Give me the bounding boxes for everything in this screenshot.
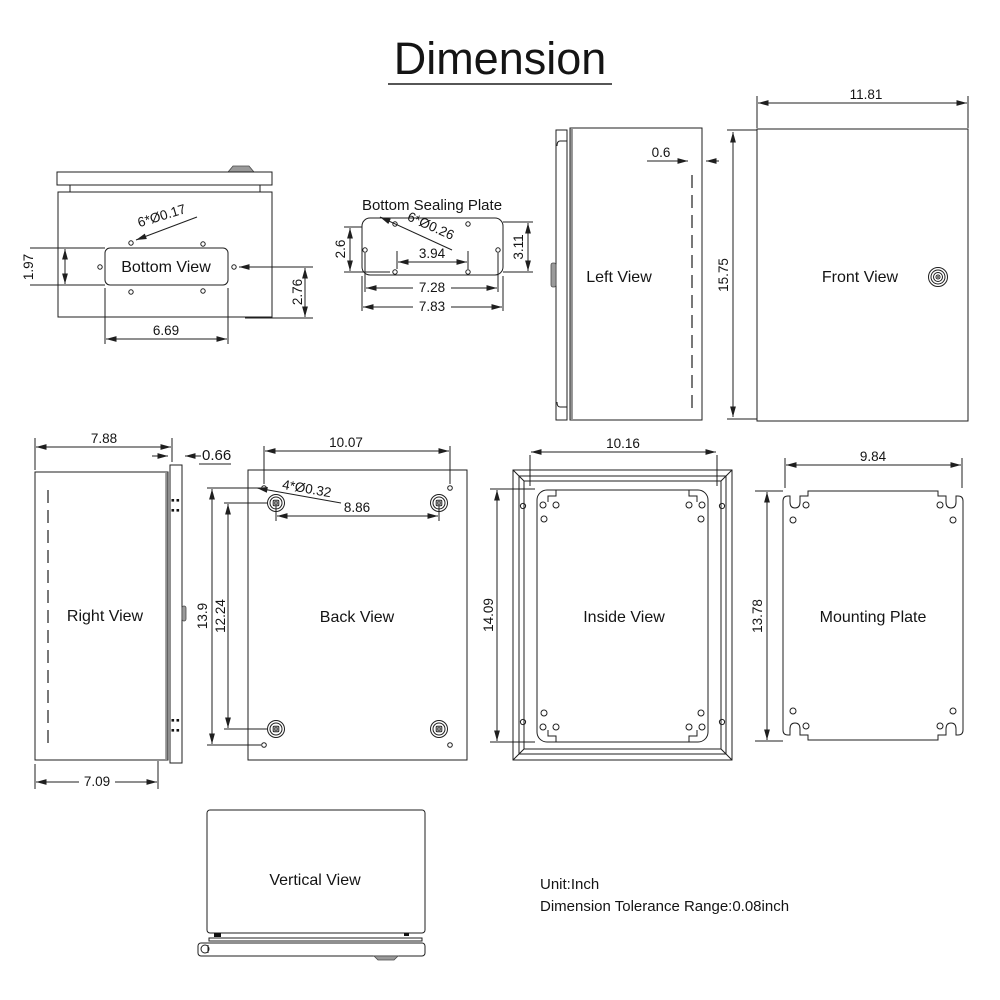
- latch-icon: [550, 262, 557, 288]
- dim-front-height: 15.75: [716, 258, 731, 292]
- frame-miter-lines: [512, 469, 733, 761]
- dim-sealing-width: 7.83: [419, 299, 445, 314]
- right-view: Right View 7.88 0.66 7.09: [34, 431, 231, 789]
- hinge-bump-icon: [227, 165, 255, 173]
- hinge-tick-right: [404, 933, 409, 936]
- sealing-plate-title: Bottom Sealing Plate: [362, 197, 502, 214]
- dim-bottom-pattern-height: 1.97: [21, 254, 36, 280]
- sealing-plate-holes: [362, 221, 501, 275]
- mounting-bosses: [267, 494, 448, 738]
- vertical-view-label: Vertical View: [269, 872, 361, 889]
- dim-right-depth-total: 7.88: [91, 431, 117, 446]
- door-hinge-knuckle-icon: [200, 944, 210, 954]
- dim-right-door-thickness: 0.66: [202, 447, 231, 464]
- left-view-label: Left View: [586, 269, 652, 286]
- dim-bottom-offset-right: 2.76: [290, 279, 305, 305]
- dim-back-boss-span-h: 12.24: [213, 599, 228, 633]
- unit-note: Unit:Inch: [540, 876, 599, 893]
- dim-back-hole-span-h: 13.9: [195, 603, 210, 629]
- vertical-view: Vertical View: [197, 809, 426, 961]
- mounting-plate-holes: [789, 501, 957, 730]
- dim-sealing-height-right: 3.11: [511, 234, 526, 259]
- mounting-plate: 9.84 13.78 Mounting Plate: [750, 449, 964, 742]
- bottom-view-holes: [97, 240, 237, 295]
- dim-inside-height: 14.09: [481, 598, 496, 632]
- tolerance-note: Dimension Tolerance Range:0.08inch: [540, 898, 789, 915]
- lock-tab-icon: [373, 955, 399, 961]
- notes: Unit:Inch Dimension Tolerance Range:0.08…: [540, 876, 789, 915]
- dim-left-door-offset: 0.6: [652, 145, 671, 160]
- left-view: 0.6 Left View: [550, 127, 719, 421]
- front-view-label: Front View: [822, 269, 899, 286]
- bottom-view: Bottom View 6*Ø0.17 1.97 2.76 6.69: [21, 165, 313, 344]
- bottom-view-label: Bottom View: [121, 259, 211, 276]
- dim-sealing-holes: 6*Ø0.26: [405, 209, 456, 243]
- back-view: 10.07 4*Ø0.32 8.86 Back View 13.9 12.24: [195, 435, 468, 761]
- inside-view-label: Inside View: [583, 609, 665, 626]
- dim-sealing-mid-width: 7.28: [419, 280, 445, 295]
- lock-icon: [928, 267, 948, 287]
- dim-back-boss-span-w: 8.86: [344, 500, 370, 515]
- dim-bottom-holes: 6*Ø0.17: [136, 201, 188, 230]
- dim-sealing-inner-width: 3.94: [419, 246, 446, 261]
- dim-inside-width: 10.16: [606, 436, 640, 451]
- dim-bottom-pattern-width: 6.69: [153, 323, 179, 338]
- inside-view: 10.16 14.09 Inside View: [481, 436, 733, 761]
- back-view-label: Back View: [320, 609, 395, 626]
- door-hook-icon: [556, 140, 567, 408]
- front-view: 11.81 15.75 Front View: [716, 87, 969, 422]
- mounting-plate-label: Mounting Plate: [820, 609, 927, 626]
- dim-mounting-width: 9.84: [860, 449, 887, 464]
- latch-icon: [181, 605, 187, 622]
- dim-front-width: 11.81: [850, 87, 883, 102]
- hinge-tick-left: [214, 933, 221, 937]
- title-block: Dimension: [388, 33, 612, 85]
- dim-right-depth-body: 7.09: [84, 774, 110, 789]
- dim-sealing-height-left: 2.6: [333, 240, 348, 259]
- right-view-label: Right View: [67, 608, 144, 625]
- plate-corner-notches: [547, 490, 698, 742]
- bottom-sealing-plate: Bottom Sealing Plate 6*Ø0.26 3.94 2.6 3.…: [333, 197, 533, 314]
- dim-mounting-height: 13.78: [750, 599, 765, 633]
- page-title: Dimension: [394, 33, 607, 84]
- hinge-dots-icon: [171, 499, 180, 732]
- dim-back-hole-span-w: 10.07: [329, 435, 363, 450]
- inside-plate-holes: [519, 501, 726, 731]
